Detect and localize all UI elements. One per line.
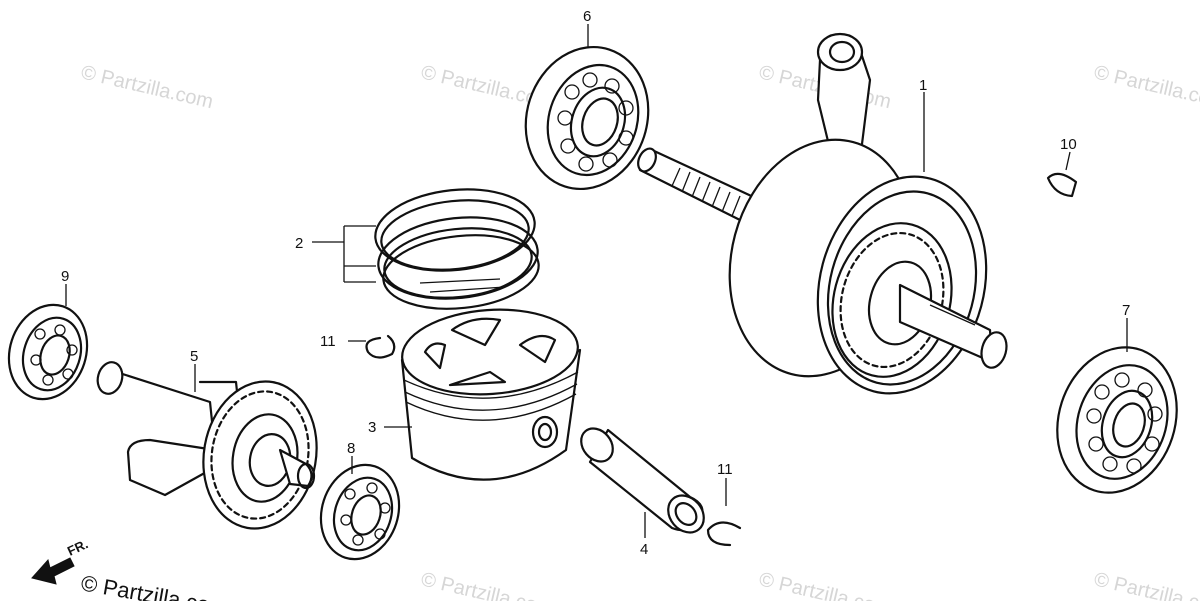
- direction-label: FR.: [65, 536, 90, 558]
- watermark: © Partzilla.com: [1092, 61, 1200, 113]
- callout-11-lower: 11: [717, 461, 733, 478]
- gear-shaft-5: [96, 361, 318, 530]
- watermark: © Partzilla.com: [79, 61, 215, 113]
- callout-2: 2: [295, 235, 303, 252]
- callout-8: 8: [347, 440, 355, 457]
- piston-pin-4: [580, 427, 705, 534]
- circlip-11-upper: [365, 334, 396, 359]
- crankshaft-1: [637, 32, 1008, 395]
- copyright-credit: © Partzilla.com: [79, 570, 229, 601]
- bearing-7: [1056, 346, 1178, 494]
- leader-lines: [65, 24, 1128, 538]
- bearing-8: [319, 463, 401, 561]
- callout-5: 5: [190, 348, 198, 365]
- callout-10: 10: [1060, 136, 1077, 153]
- callout-4: 4: [640, 541, 648, 558]
- piston-3: [400, 308, 582, 481]
- callout-11-upper: 11: [320, 333, 336, 350]
- bearing-9: [7, 303, 89, 401]
- callouts: 1 2 3 4 5 6 7 8 9 10 11 11: [61, 8, 1130, 558]
- leader-10: [1065, 151, 1071, 171]
- watermark: © Partzilla.com: [1092, 568, 1200, 601]
- callout-7: 7: [1122, 302, 1130, 319]
- callout-1: 1: [919, 77, 927, 94]
- circlip-11-lower: [706, 521, 742, 547]
- callout-9: 9: [61, 268, 69, 285]
- watermark: © Partzilla.com: [419, 568, 555, 601]
- callout-3: 3: [368, 419, 376, 436]
- gear-teeth: [202, 380, 318, 530]
- woodruff-key-10: [1046, 172, 1078, 198]
- arrow-left-icon: [31, 557, 75, 585]
- callout-6: 6: [583, 8, 591, 25]
- watermark: © Partzilla.com: [757, 568, 893, 601]
- leader-2: [312, 225, 376, 283]
- bearing-6: [524, 45, 650, 191]
- piston-rings-2: [374, 188, 540, 310]
